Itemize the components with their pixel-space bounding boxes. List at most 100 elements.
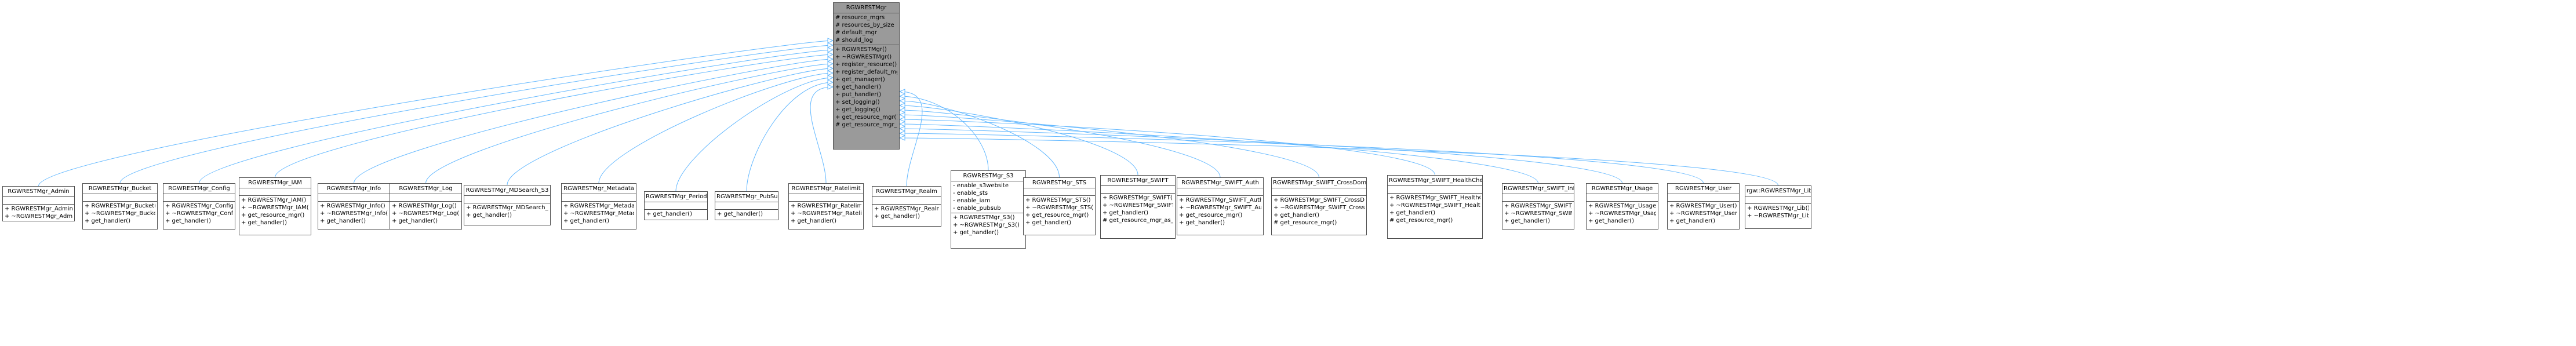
inheritance-arrowhead <box>827 56 834 62</box>
class-name: RGWRESTMgr_SWIFT_Info <box>1502 184 1574 194</box>
attributes-section <box>1502 194 1574 202</box>
class-method: + put_handler() <box>835 92 882 98</box>
methods-section: + RGWRESTMgr_Ratelimit()+ ~RGWRESTMgr_Ra… <box>789 202 863 225</box>
class-name: RGWRESTMgr_Realm <box>872 187 941 197</box>
class-box[interactable]: RGWRESTMgr_SWIFT_Info+ RGWRESTMgr_SWIFT_… <box>1502 183 1574 230</box>
base-class-box[interactable]: RGWRESTMgr# resource_mgrs# resources_by_… <box>833 2 900 150</box>
class-attribute: # resources_by_size <box>835 22 894 28</box>
class-method: + RGWRESTMgr_STS() <box>1025 197 1091 203</box>
class-method: + ~RGWRESTMgr_SWIFT() <box>1103 202 1173 209</box>
class-method: + get_handler() <box>392 218 438 224</box>
inheritance-arrowhead <box>898 112 905 118</box>
inheritance-arrowhead <box>898 93 905 99</box>
class-method: + get_handler() <box>1025 220 1071 226</box>
class-box[interactable]: RGWRESTMgr_SWIFT_HealthCheck + RGWRESTMgr… <box>1387 175 1483 239</box>
class-method: + ~RGWRESTMgr_SWIFT_CrossDomain() <box>1274 205 1365 211</box>
class-box[interactable]: RGWRESTMgr_IAM+ RGWRESTMgr_IAM()+ ~RGWRE… <box>239 177 311 235</box>
class-name: RGWRESTMgr_SWIFT_CrossDomain <box>1272 178 1366 188</box>
class-box[interactable]: rgw::RGWRESTMgr_Lib+ RGWRESTMgr_Lib()+ ~… <box>1745 185 1811 229</box>
class-method: + get_handler() <box>241 220 287 226</box>
class-box[interactable]: RGWRESTMgr_SWIFT_Auth + RGWRESTMgr_SWIFT_… <box>1177 177 1264 235</box>
class-box[interactable]: RGWRESTMgr_MDSearch_S3+ RGWRESTMgr_MDSea… <box>464 185 551 225</box>
inheritance-arrowhead <box>827 38 834 43</box>
inheritance-arrowhead <box>827 79 834 85</box>
class-attribute: # default_mgr <box>835 30 877 36</box>
class-name: RGWRESTMgr_Usage <box>1587 184 1658 194</box>
inheritance-arrowhead <box>827 52 834 57</box>
class-box[interactable]: RGWRESTMgr_Admin+ RGWRESTMgr_Admin()+ ~R… <box>2 186 75 221</box>
attributes-section: # resource_mgrs# resources_by_size# defa… <box>834 13 899 45</box>
class-box[interactable]: RGWRESTMgr_Ratelimit+ RGWRESTMgr_Ratelim… <box>788 183 864 230</box>
class-name: RGWRESTMgr_S3 <box>951 171 1025 181</box>
class-method: + ~RGWRESTMgr_Log() <box>392 210 460 217</box>
class-method: + ~RGWRESTMgr_Bucket() <box>85 210 155 217</box>
class-box[interactable]: RGWRESTMgr_Realm+ RGWRESTMgr_Realm()+ ge… <box>872 186 941 227</box>
attributes-section <box>789 194 863 202</box>
attributes-section <box>318 194 390 202</box>
class-box[interactable]: RGWRESTMgr_STS+ RGWRESTMgr_STS()+ ~RGWRE… <box>1023 177 1096 235</box>
methods-section: + RGWRESTMgr_SWIFT_Auth()+ ~RGWRESTMgr_S… <box>1177 196 1263 227</box>
class-box[interactable]: RGWRESTMgr_S3 - enable_s3website - enable_… <box>951 170 1026 249</box>
inheritance-edge <box>899 110 1221 178</box>
inheritance-edge <box>675 77 834 192</box>
inheritance-edge <box>38 40 834 187</box>
methods-section: + RGWRESTMgr_SWIFT_CrossDomain()+ ~RGWRE… <box>1272 196 1366 227</box>
class-method: + get_resource_mgr() <box>1025 212 1089 218</box>
inheritance-edge <box>810 86 834 184</box>
attributes-section <box>1587 194 1658 202</box>
class-box[interactable]: RGWRESTMgr_Log+ RGWRESTMgr_Log()+ ~RGWRE… <box>390 183 462 230</box>
inheritance-arrowhead <box>898 103 905 108</box>
class-name: RGWRESTMgr_SWIFT_Auth <box>1177 178 1263 188</box>
class-method: + ~RGWRESTMgr_STS() <box>1025 205 1093 211</box>
class-box[interactable]: RGWRESTMgr_Bucket + RGWRESTMgr_Bucket()+ … <box>82 183 158 230</box>
class-box[interactable]: RGWRESTMgr_Config + RGWRESTMgr_Config()+ … <box>163 183 235 230</box>
attributes-section <box>872 197 941 205</box>
class-method: # get_resource_mgr_as_default() <box>835 122 897 128</box>
class-method: + RGWRESTMgr_SWIFT() <box>1103 195 1173 201</box>
class-method: + ~RGWRESTMgr_User() <box>1669 210 1737 217</box>
class-method: + RGWRESTMgr_Config() <box>165 203 233 209</box>
inheritance-edge <box>507 68 834 185</box>
inheritance-arrowhead <box>898 98 905 104</box>
methods-section: + RGWRESTMgr_Bucket()+ ~RGWRESTMgr_Bucke… <box>83 202 157 225</box>
methods-section: + get_handler() <box>715 210 778 218</box>
class-name: rgw::RGWRESTMgr_Lib <box>1745 186 1811 196</box>
class-attribute: - enable_s3website <box>953 183 1009 189</box>
class-name: RGWRESTMgr_Config <box>163 184 235 194</box>
class-method: + ~RGWRESTMgr_Config() <box>165 210 233 217</box>
class-method: + get_manager() <box>835 77 885 83</box>
class-box[interactable]: RGWRESTMgr_User+ RGWRESTMgr_User()+ ~RGW… <box>1667 183 1740 230</box>
attributes-section <box>239 188 311 196</box>
class-name: RGWRESTMgr_PubSub <box>715 192 778 202</box>
inheritance-edge <box>199 49 834 184</box>
class-box[interactable]: RGWRESTMgr_PubSub + get_handler() <box>715 191 778 220</box>
class-box[interactable]: RGWRESTMgr_Period+ get_handler() <box>644 191 708 220</box>
inheritance-arrowhead <box>827 75 834 81</box>
methods-section: + RGWRESTMgr_SWIFT_HealthCheck()+ ~RGWRE… <box>1388 194 1482 225</box>
class-method: + get_handler() <box>791 218 836 224</box>
inheritance-edge <box>899 91 923 187</box>
class-box[interactable]: RGWRESTMgr_SWIFT+ RGWRESTMgr_SWIFT()+ ~R… <box>1100 175 1176 239</box>
class-method: + RGWRESTMgr_Metadata() <box>563 203 634 209</box>
class-box[interactable]: RGWRESTMgr_Metadata+ RGWRESTMgr_Metadata… <box>561 183 636 230</box>
methods-section: + RGWRESTMgr_SWIFT()+ ~RGWRESTMgr_SWIFT(… <box>1101 194 1175 225</box>
inheritance-arrowhead <box>898 135 905 141</box>
class-box[interactable]: RGWRESTMgr_SWIFT_CrossDomain + RGWRESTMgr… <box>1271 177 1367 235</box>
class-method: + RGWRESTMgr_IAM() <box>241 197 307 203</box>
class-box[interactable]: RGWRESTMgr_Usage+ RGWRESTMgr_Usage()+ ~R… <box>1586 183 1658 230</box>
attributes-section <box>3 197 74 205</box>
class-name: RGWRESTMgr_Bucket <box>83 184 157 194</box>
class-method: + get_handler() <box>1389 210 1435 216</box>
inheritance-arrowhead <box>827 42 834 48</box>
class-attribute: - enable_iam <box>953 198 991 204</box>
attributes-section <box>464 196 550 203</box>
class-name: RGWRESTMgr_MDSearch_S3 <box>464 185 550 196</box>
class-name: RGWRESTMgr_SWIFT_HealthCheck <box>1388 176 1482 186</box>
class-method: + get_handler() <box>85 218 130 224</box>
class-method: + get_handler() <box>1179 220 1225 226</box>
class-method: + ~RGWRESTMgr_S3() <box>953 222 1020 228</box>
class-method: + ~RGWRESTMgr_Usage() <box>1588 210 1656 217</box>
class-box[interactable]: RGWRESTMgr_Info+ RGWRESTMgr_Info()+ ~RGW… <box>318 183 390 230</box>
methods-section: + RGWRESTMgr_STS()+ ~RGWRESTMgr_STS()+ g… <box>1024 196 1095 227</box>
